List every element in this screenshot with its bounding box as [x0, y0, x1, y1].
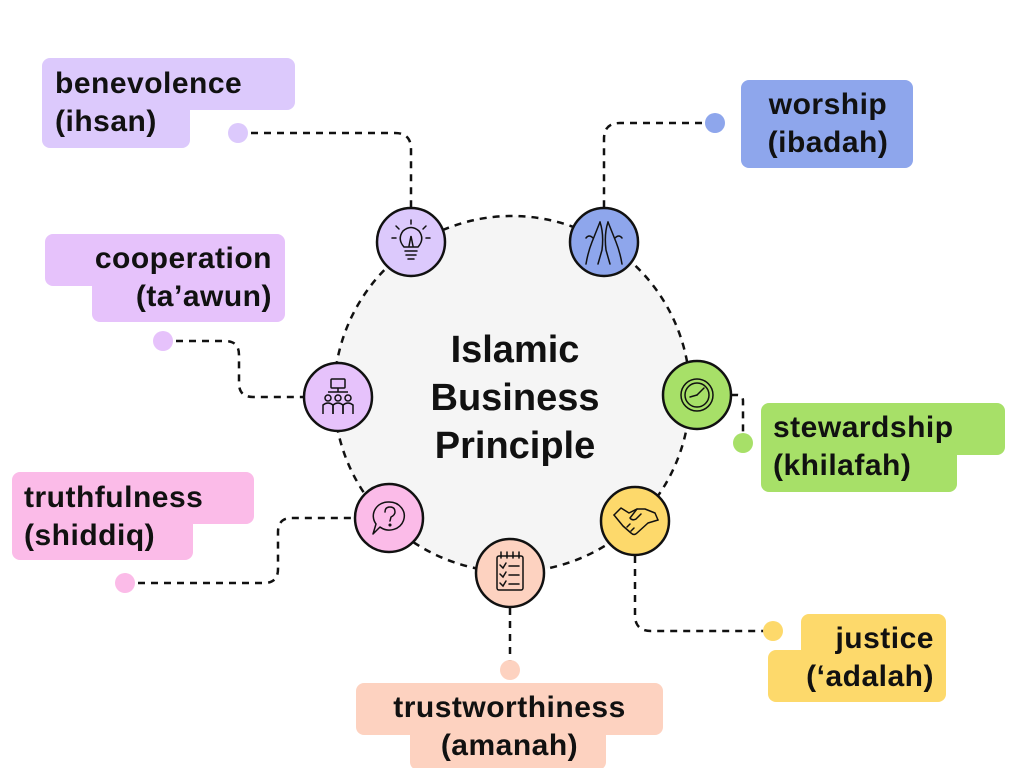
cooperation-label: cooperation (ta’awun) [58, 240, 272, 316]
stewardship-label-name: stewardship [773, 411, 954, 444]
trustworthiness-dot [500, 660, 520, 680]
cooperation-node [302, 361, 374, 433]
cooperation-connector [163, 339, 304, 399]
cooperation-dot [153, 331, 173, 351]
benevolence-label: benevolence (ihsan) [55, 65, 242, 141]
benevolence-label-bg [42, 58, 295, 148]
benevolence-node [375, 206, 447, 278]
praying-hands-icon [585, 221, 623, 265]
benevolence-label-name: benevolence [55, 67, 243, 100]
truthfulness-node [353, 482, 425, 554]
worship-node [568, 206, 640, 278]
handshake-icon [613, 507, 659, 536]
truthfulness-connector [125, 516, 354, 585]
cooperation-label-name: cooperation [94, 242, 272, 275]
truthfulness-label-name: truthfulness [24, 481, 204, 514]
truthfulness-dot [115, 573, 135, 593]
cooperation-label-bg [45, 234, 285, 322]
truthfulness-label-term: (shiddiq) [24, 519, 156, 552]
clock-icon [680, 378, 714, 412]
worship-label-bg [741, 80, 913, 168]
justice-label-name: justice [835, 622, 934, 655]
trustworthiness-label-name: trustworthiness [393, 691, 626, 724]
stewardship-node [661, 359, 733, 431]
justice-label-bg [768, 614, 946, 702]
stewardship-label-term: (khilafah) [773, 449, 912, 482]
question-bubble-icon [372, 501, 405, 535]
justice-connector [633, 556, 773, 633]
center-title-line1: Islamic [450, 329, 580, 371]
trustworthiness-node [474, 537, 546, 609]
worship-label: worship (ibadah) [758, 86, 898, 162]
stewardship-label: stewardship (khilafah) [773, 409, 954, 485]
justice-dot [763, 621, 783, 641]
worship-label-name: worship [768, 88, 888, 121]
checklist-icon [496, 551, 524, 591]
truthfulness-label: truthfulness (shiddiq) [24, 479, 203, 555]
trustworthiness-label-term: (amanah) [440, 729, 579, 762]
stewardship-connector [731, 393, 745, 443]
benevolence-dot [228, 123, 248, 143]
justice-label-term: (‘adalah) [806, 660, 934, 693]
worship-label-term: (ibadah) [767, 126, 889, 159]
team-icon [322, 378, 354, 414]
center-title-line2: Business [430, 377, 600, 419]
justice-label: justice (‘adalah) [780, 620, 934, 696]
stewardship-dot [733, 433, 753, 453]
stewardship-label-bg [761, 403, 1005, 492]
lightbulb-icon [391, 219, 431, 260]
benevolence-connector [238, 131, 413, 208]
center-title-line3: Principle [434, 425, 596, 467]
truthfulness-label-bg [12, 472, 254, 560]
worship-connector [602, 121, 715, 208]
worship-dot [705, 113, 725, 133]
justice-node [599, 485, 671, 557]
center-title: Islamic Business Principle [405, 326, 625, 470]
trustworthiness-label-bg [356, 683, 663, 768]
benevolence-label-term: (ihsan) [55, 105, 157, 138]
cooperation-label-term: (ta’awun) [135, 280, 272, 313]
trustworthiness-label: trustworthiness (amanah) [360, 689, 659, 765]
